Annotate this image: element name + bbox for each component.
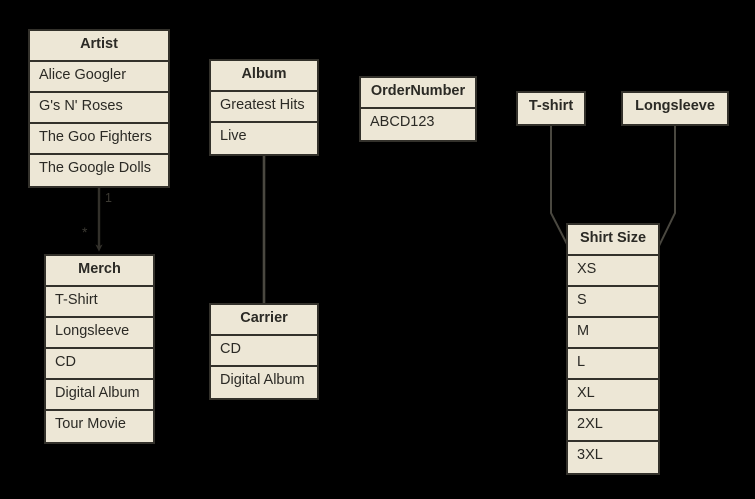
entity-artist-header: Artist bbox=[30, 31, 168, 62]
entity-longsleeve-header: Longsleeve bbox=[623, 93, 727, 124]
entity-merch-row[interactable]: T-Shirt bbox=[46, 287, 153, 318]
entity-tshirt-header: T-shirt bbox=[518, 93, 584, 124]
entity-shirtsize-row[interactable]: M bbox=[568, 318, 658, 349]
entity-shirtsize[interactable]: Shirt Size XS S M L XL 2XL 3XL bbox=[566, 223, 660, 475]
entity-merch[interactable]: Merch T-Shirt Longsleeve CD Digital Albu… bbox=[44, 254, 155, 444]
entity-carrier-row[interactable]: CD bbox=[211, 336, 317, 367]
entity-artist-row[interactable]: The Google Dolls bbox=[30, 155, 168, 186]
entity-artist-row[interactable]: G's N' Roses bbox=[30, 93, 168, 124]
entity-album-header: Album bbox=[211, 61, 317, 92]
entity-shirtsize-row[interactable]: XL bbox=[568, 380, 658, 411]
entity-longsleeve[interactable]: Longsleeve bbox=[621, 91, 729, 126]
entity-carrier-header: Carrier bbox=[211, 305, 317, 336]
entity-shirtsize-row[interactable]: 3XL bbox=[568, 442, 658, 473]
edge-label-artist-one: 1 bbox=[105, 191, 112, 205]
entity-shirtsize-row[interactable]: XS bbox=[568, 256, 658, 287]
entity-ordernumber[interactable]: OrderNumber ABCD123 bbox=[359, 76, 477, 142]
entity-carrier[interactable]: Carrier CD Digital Album bbox=[209, 303, 319, 400]
edge-label-merch-many: * bbox=[82, 224, 88, 240]
entity-artist[interactable]: Artist Alice Googler G's N' Roses The Go… bbox=[28, 29, 170, 188]
entity-artist-row[interactable]: Alice Googler bbox=[30, 62, 168, 93]
entity-merch-row[interactable]: Longsleeve bbox=[46, 318, 153, 349]
entity-merch-header: Merch bbox=[46, 256, 153, 287]
entity-merch-row[interactable]: Tour Movie bbox=[46, 411, 153, 442]
entity-ordernumber-row[interactable]: ABCD123 bbox=[361, 109, 475, 140]
entity-shirtsize-header: Shirt Size bbox=[568, 225, 658, 256]
entity-album[interactable]: Album Greatest Hits Live bbox=[209, 59, 319, 156]
entity-carrier-row[interactable]: Digital Album bbox=[211, 367, 317, 398]
entity-merch-row[interactable]: Digital Album bbox=[46, 380, 153, 411]
entity-artist-row[interactable]: The Goo Fighters bbox=[30, 124, 168, 155]
entity-merch-row[interactable]: CD bbox=[46, 349, 153, 380]
entity-album-row[interactable]: Live bbox=[211, 123, 317, 154]
entity-shirtsize-row[interactable]: S bbox=[568, 287, 658, 318]
entity-shirtsize-row[interactable]: 2XL bbox=[568, 411, 658, 442]
entity-tshirt[interactable]: T-shirt bbox=[516, 91, 586, 126]
entity-album-row[interactable]: Greatest Hits bbox=[211, 92, 317, 123]
entity-shirtsize-row[interactable]: L bbox=[568, 349, 658, 380]
entity-ordernumber-header: OrderNumber bbox=[361, 78, 475, 109]
